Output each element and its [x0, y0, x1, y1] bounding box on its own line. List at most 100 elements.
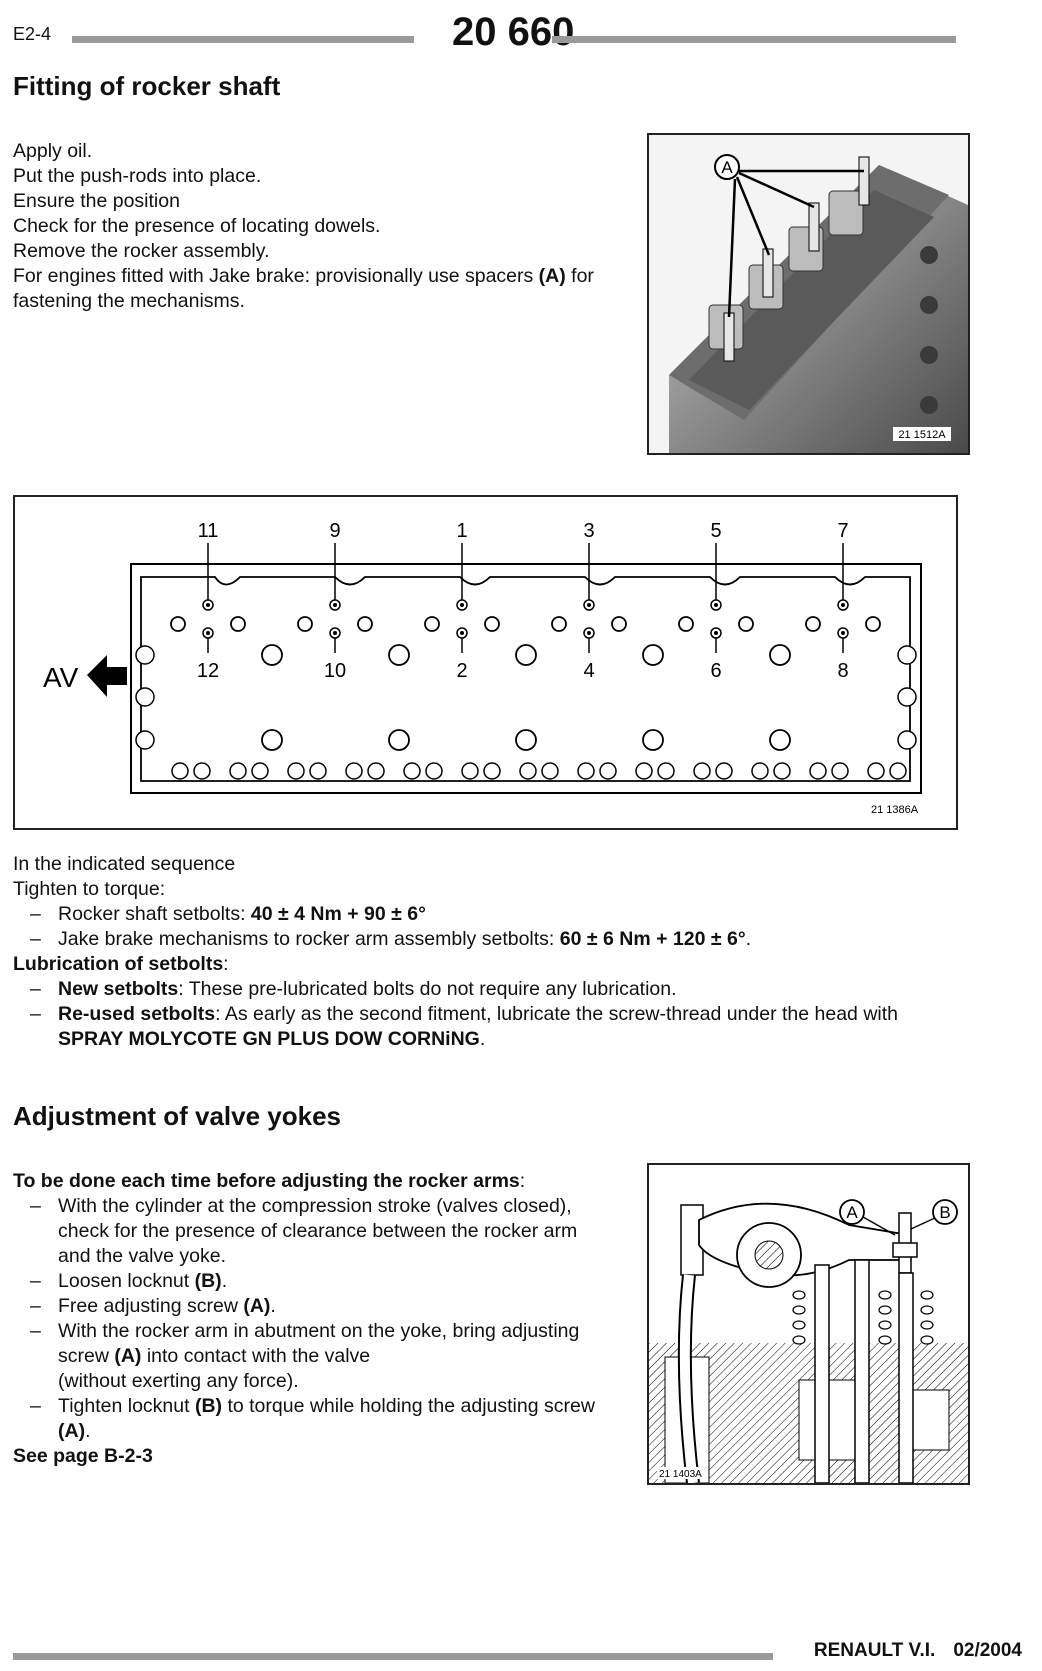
water-hole: [515, 729, 537, 751]
bolt-number-label: 2: [456, 660, 467, 682]
edge-hole: [403, 762, 421, 780]
edge-hole: [229, 762, 247, 780]
valve-yoke-drawing: A B 21 1403A: [647, 1163, 970, 1485]
edge-hole: [425, 762, 443, 780]
list-item: With the cylinder at the compression str…: [13, 1194, 613, 1269]
valve-yoke-instructions: To be done each time before adjusting th…: [13, 1169, 613, 1469]
bolt-number-label: 10: [324, 660, 346, 682]
water-hole: [642, 644, 664, 666]
edge-hole: [897, 687, 917, 707]
small-hole: [611, 616, 627, 632]
bolt-hole-center: [587, 603, 591, 607]
edge-hole: [171, 762, 189, 780]
edge-hole: [135, 687, 155, 707]
edge-hole: [693, 762, 711, 780]
small-hole: [297, 616, 313, 632]
footer-rule: [13, 1653, 773, 1660]
footer: RENAULT V.I. 02/2004: [814, 1640, 1022, 1662]
edge-hole: [897, 645, 917, 665]
header-rule-left: [72, 36, 414, 43]
bolt-hole-center: [841, 631, 845, 635]
water-hole: [515, 644, 537, 666]
bolt-hole-center: [714, 631, 718, 635]
water-hole: [769, 644, 791, 666]
drawing-callout-b: B: [939, 1203, 950, 1222]
diagram-code: 21 1386A: [871, 804, 919, 816]
bolt-hole-center: [333, 603, 337, 607]
page-number: 20 660: [452, 10, 575, 54]
bolt-number-label: 3: [583, 520, 594, 542]
photo-code: 21 1512A: [898, 429, 946, 441]
edge-hole: [889, 762, 907, 780]
footer-brand: RENAULT V.I.: [813, 1640, 936, 1661]
photo-callout-a: A: [721, 158, 733, 177]
edge-hole: [287, 762, 305, 780]
water-hole: [769, 729, 791, 751]
edge-hole: [193, 762, 211, 780]
edge-hole: [809, 762, 827, 780]
section-title-valve-yokes: Adjustment of valve yokes: [13, 1101, 341, 1131]
edge-hole: [541, 762, 559, 780]
edge-hole: [309, 762, 327, 780]
section-code: E2-4: [13, 24, 52, 44]
jake-brake-note: For engines fitted with Jake brake: prov…: [13, 265, 594, 312]
list-item: Tighten locknut (B) to torque while hold…: [13, 1394, 613, 1444]
small-hole: [170, 616, 186, 632]
small-hole: [738, 616, 754, 632]
engine-photo: A 21 1512A: [647, 133, 970, 455]
edge-hole: [345, 762, 363, 780]
bolt-hole-center: [460, 603, 464, 607]
bolt-number-label: 6: [710, 660, 721, 682]
see-page-link[interactable]: See page B-2-3: [13, 1445, 153, 1467]
bolt-number-label: 1: [456, 520, 467, 542]
edge-hole: [751, 762, 769, 780]
small-hole: [805, 616, 821, 632]
bolt-number-label: 8: [837, 660, 848, 682]
edge-hole: [135, 730, 155, 750]
edge-hole: [773, 762, 791, 780]
edge-hole: [897, 730, 917, 750]
water-hole: [261, 644, 283, 666]
bolt-number-label: 9: [329, 520, 340, 542]
small-hole: [865, 616, 881, 632]
small-hole: [678, 616, 694, 632]
list-item: New setbolts: These pre-lubricated bolts…: [13, 977, 953, 1002]
instruction-line: Apply oil.: [13, 140, 93, 162]
list-item: Loosen locknut (B).: [13, 1269, 613, 1294]
edge-hole: [367, 762, 385, 780]
tightening-sequence-diagram: AV 21 1386A 11 9 1 3 5 7 12 10 2 4 6 8: [13, 495, 958, 830]
water-hole: [388, 644, 410, 666]
section-title-rocker-shaft: Fitting of rocker shaft: [13, 71, 281, 101]
small-hole: [551, 616, 567, 632]
sequence-line: In the indicated sequence: [13, 853, 236, 875]
bolt-number-label: 12: [197, 660, 219, 682]
water-hole: [388, 729, 410, 751]
instruction-line: Put the push-rods into place.: [13, 165, 262, 187]
bolt-hole-center: [460, 631, 464, 635]
small-hole: [424, 616, 440, 632]
header-rule-right: [552, 36, 956, 43]
bolt-number-label: 7: [837, 520, 848, 542]
edge-hole: [483, 762, 501, 780]
bolt-number-label: 5: [710, 520, 721, 542]
list-item: Re-used setbolts: As early as the second…: [13, 1002, 953, 1052]
bolt-hole-center: [206, 631, 210, 635]
torque-instructions: In the indicated sequence Tighten to tor…: [13, 852, 953, 1052]
list-item: Rocker shaft setbolts: 40 ± 4 Nm + 90 ± …: [13, 902, 953, 927]
edge-hole: [715, 762, 733, 780]
water-hole: [261, 729, 283, 751]
footer-date: 02/2004: [953, 1640, 1022, 1661]
edge-hole: [577, 762, 595, 780]
edge-hole: [251, 762, 269, 780]
lubrication-heading: Lubrication of setbolts:: [13, 953, 229, 975]
instruction-line: Check for the presence of locating dowel…: [13, 215, 381, 237]
instruction-line: Remove the rocker assembly.: [13, 240, 270, 262]
list-item: With the rocker arm in abutment on the y…: [13, 1319, 613, 1394]
drawing-callout-a: A: [846, 1203, 858, 1222]
edge-hole: [867, 762, 885, 780]
bolt-number-label: 4: [583, 660, 594, 682]
edge-hole: [657, 762, 675, 780]
bolt-hole-center: [587, 631, 591, 635]
torque-line: Tighten to torque:: [13, 878, 166, 900]
edge-hole: [519, 762, 537, 780]
